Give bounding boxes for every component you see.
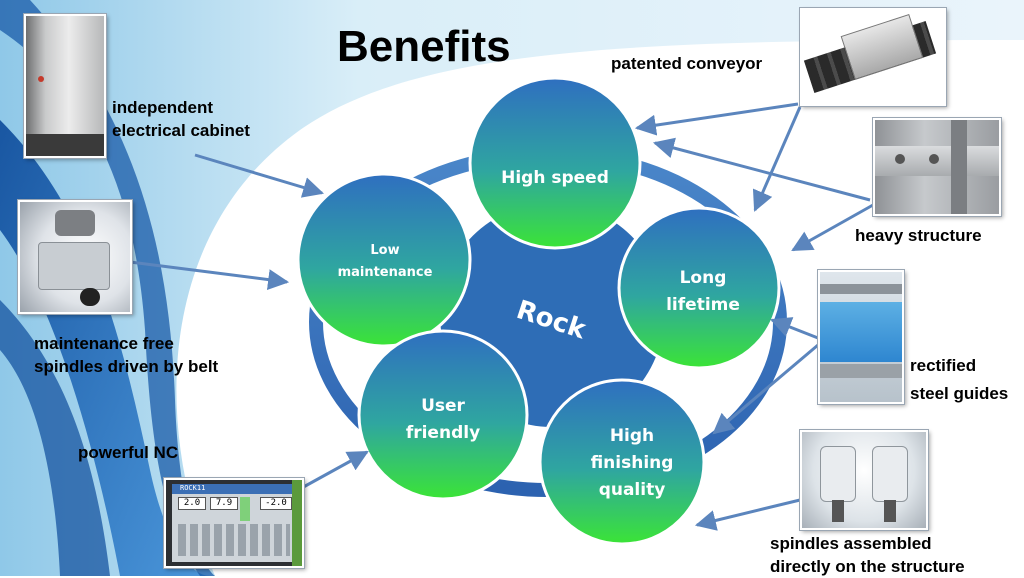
bubble-long-lifetime: Long lifetime xyxy=(666,268,740,315)
label-electrical-cabinet: independent electrical cabinet xyxy=(112,98,250,140)
nc-readout-1: 2.0 xyxy=(178,497,206,510)
nc-panel-photo: ROCK11 2.0 7.9 -2.0 xyxy=(164,478,304,568)
label-spindles-belt: maintenance free spindles driven by belt xyxy=(34,334,219,376)
label-spindles-assembled: spindles assembled directly on the struc… xyxy=(770,534,965,576)
bubble-high-speed: High speed xyxy=(501,168,609,188)
nc-readout-3: -2.0 xyxy=(260,497,292,510)
nc-panel-title: ROCK11 xyxy=(180,484,206,492)
conveyor-photo xyxy=(800,8,946,106)
slide-title: Benefits xyxy=(337,22,511,71)
steel-guides-photo xyxy=(818,270,904,404)
bubble-high-finishing-quality: High finishing quality xyxy=(590,426,674,500)
nc-readout-2: 7.9 xyxy=(210,497,238,510)
bubble-low-maintenance: Low maintenance xyxy=(337,243,433,280)
label-patented-conveyor: patented conveyor xyxy=(611,54,763,73)
spindle-motor-photo xyxy=(18,200,132,314)
label-steel-guides: rectified steel guides xyxy=(910,356,1009,403)
electrical-cabinet-photo xyxy=(24,14,106,158)
label-heavy-structure: heavy structure xyxy=(855,226,982,245)
heavy-structure-photo xyxy=(873,118,1001,216)
assembled-spindles-photo xyxy=(800,430,928,530)
label-powerful-nc: powerful NC xyxy=(78,443,179,462)
bubble-user-friendly: User friendly xyxy=(405,396,481,443)
